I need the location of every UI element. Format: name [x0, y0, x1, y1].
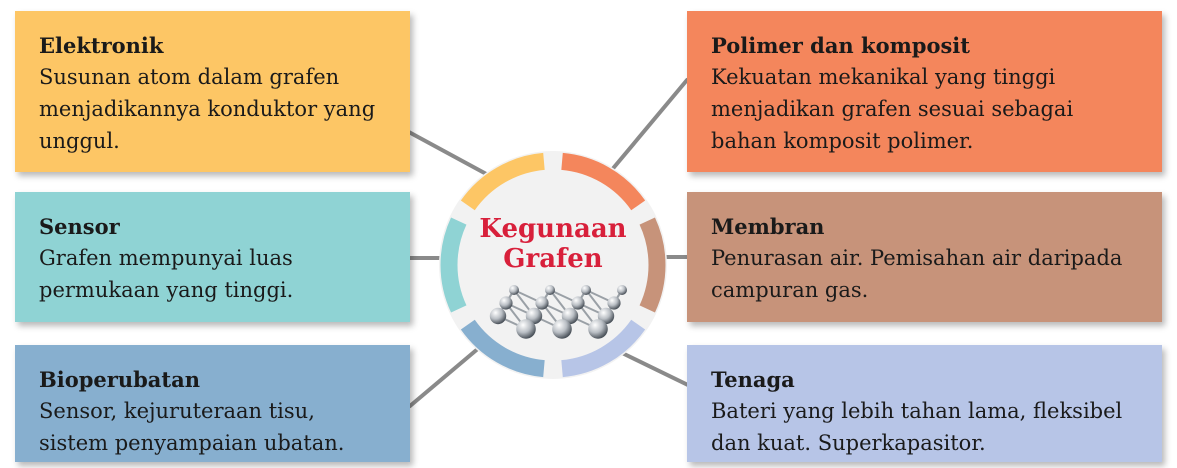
connector-tenaga: [614, 348, 694, 389]
connector-polimer: [603, 78, 689, 180]
center-title: Kegunaan Grafen: [479, 214, 627, 274]
ring-segment-elektronik: [460, 152, 545, 211]
ring-segment-bioperubatan: [460, 319, 545, 378]
ring-segment-membran: [639, 217, 666, 313]
card-bioperubatan-text: Sensor, kejuruteraan tisu, sistem penyam…: [39, 399, 345, 455]
card-bioperubatan: Bioperubatan Sensor, kejuruteraan tisu, …: [15, 345, 410, 462]
card-sensor: Sensor Grafen mempunyai luas permukaan y…: [15, 192, 410, 322]
card-elektronik-title: Elektronik: [39, 33, 164, 58]
card-tenaga: Tenaga Bateri yang lebih tahan lama, fle…: [687, 345, 1162, 462]
ring-segment-polimer: [561, 152, 646, 211]
card-membran: Membran Penurasan air. Pemisahan air dar…: [687, 192, 1162, 322]
connector-bioperubatan: [408, 345, 482, 408]
card-bioperubatan-title: Bioperubatan: [39, 367, 200, 392]
card-sensor-title: Sensor: [39, 214, 120, 239]
card-membran-text: Penurasan air. Pemisahan air daripada ca…: [711, 246, 1123, 302]
card-polimer-text: Kekuatan mekanikal yang tinggi menjadika…: [711, 65, 1074, 153]
graphene-lattice-illustration: [489, 285, 627, 339]
card-elektronik-text: Susunan atom dalam grafen menjadikannya …: [39, 65, 376, 153]
card-polimer-title: Polimer dan komposit: [711, 33, 970, 58]
card-polimer-dan-komposit: Polimer dan komposit Kekuatan mekanikal …: [687, 11, 1162, 172]
card-tenaga-title: Tenaga: [711, 367, 795, 392]
ring-segment-tenaga: [561, 319, 646, 378]
card-elektronik: Elektronik Susunan atom dalam grafen men…: [15, 11, 410, 172]
card-tenaga-text: Bateri yang lebih tahan lama, fleksibel …: [711, 399, 1123, 455]
card-membran-title: Membran: [711, 214, 825, 239]
card-sensor-text: Grafen mempunyai luas permukaan yang tin…: [39, 246, 294, 302]
ring-segment-sensor: [440, 217, 467, 313]
